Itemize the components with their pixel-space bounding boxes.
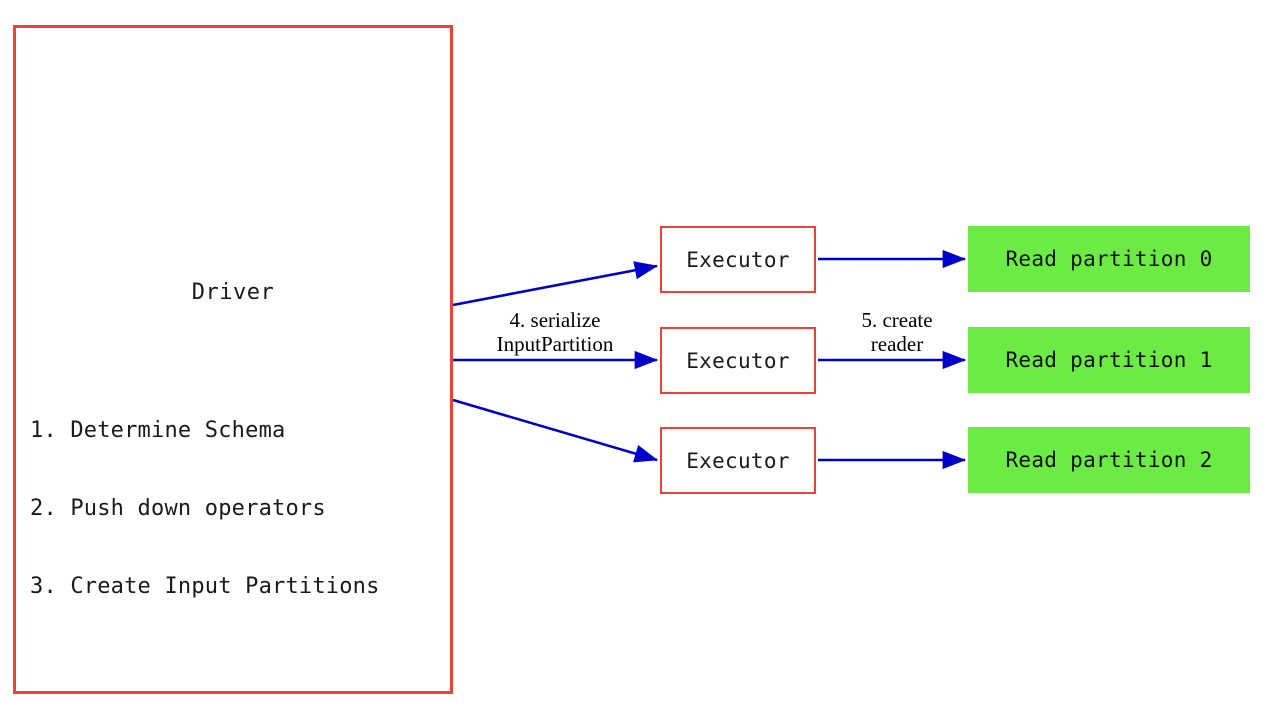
- partition-box-2: Read partition 2: [968, 427, 1250, 493]
- executor-box-2: Executor: [660, 327, 816, 394]
- driver-title: Driver: [191, 280, 275, 305]
- driver-step-2: 2. Push down operators: [30, 496, 326, 521]
- partition-label-1: Read partition 1: [1005, 348, 1213, 372]
- executor-label-1: Executor: [686, 247, 790, 272]
- driver-step-list: 1. Determine Schema 2. Push down operato…: [30, 366, 380, 652]
- executor-box-3: Executor: [660, 427, 816, 494]
- partition-box-1: Read partition 1: [968, 327, 1250, 393]
- arrow-driver-to-executor-3: [452, 398, 658, 463]
- arrow-driver-to-executor-1: [452, 261, 659, 307]
- partition-box-0: Read partition 0: [968, 226, 1250, 292]
- partition-label-2: Read partition 2: [1005, 448, 1213, 472]
- executor-box-1: Executor: [660, 226, 816, 293]
- executor-label-3: Executor: [686, 448, 790, 473]
- driver-step-3: 3. Create Input Partitions: [30, 574, 380, 599]
- arrow-label-create-reader: 5. create reader: [861, 308, 933, 356]
- driver-step-1: 1. Determine Schema: [30, 418, 286, 443]
- partition-label-0: Read partition 0: [1005, 247, 1213, 271]
- driver-box: Driver 1. Determine Schema 2. Push down …: [13, 25, 453, 694]
- arrow-label-serialize: 4. serialize InputPartition: [496, 308, 614, 356]
- executor-label-2: Executor: [686, 348, 790, 373]
